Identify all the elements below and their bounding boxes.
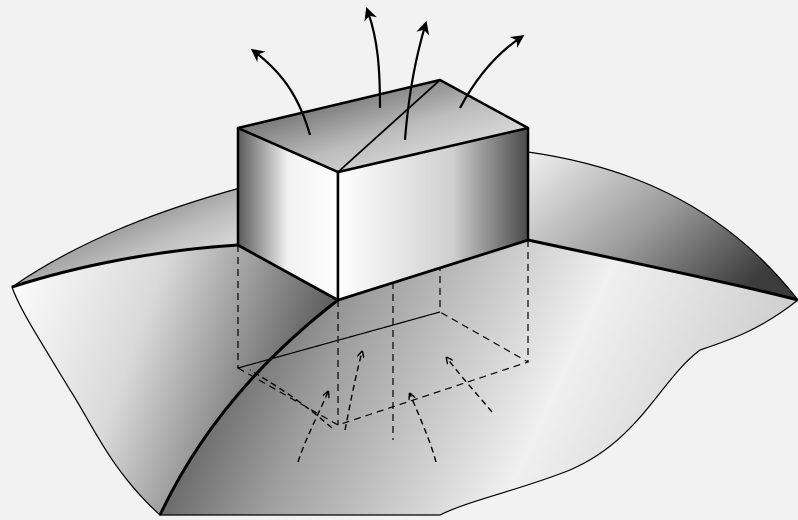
figure [0, 0, 798, 520]
flux-surface-diagram [0, 0, 798, 520]
